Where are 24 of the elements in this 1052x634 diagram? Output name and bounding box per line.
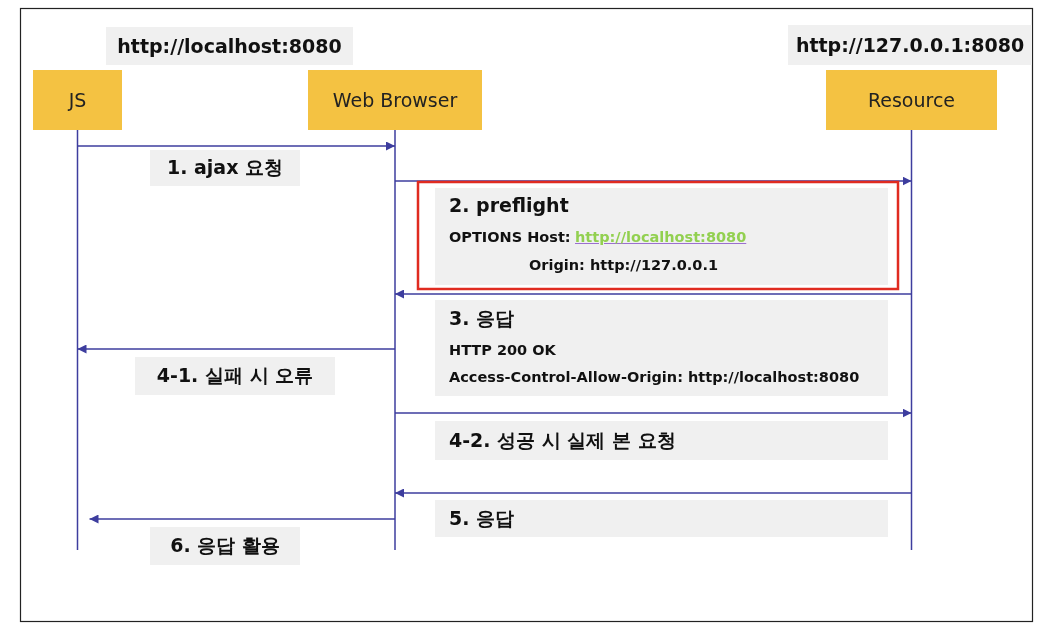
edge-label: 6. 응답 활용 xyxy=(150,527,300,565)
link-text: http://localhost:8080 xyxy=(575,229,747,245)
arrow xyxy=(394,289,913,299)
arrow xyxy=(394,488,913,498)
arrow xyxy=(394,176,913,186)
edge-label: 5. 응답 xyxy=(435,500,888,537)
participant-box: Resource xyxy=(826,70,997,130)
participant-box: Web Browser xyxy=(308,70,482,130)
header-text: Origin: http://127.0.0.1 xyxy=(529,257,718,273)
arrow xyxy=(76,344,396,354)
edge-label: 4-2. 성공 시 실제 본 요청 xyxy=(435,421,888,460)
header-text: HTTP 200 OK xyxy=(449,342,556,358)
edge-label: 2. preflight xyxy=(449,194,569,216)
edge-label: 1. ajax 요청 xyxy=(150,150,300,186)
arrow xyxy=(88,514,396,524)
edge-label: 3. 응답 xyxy=(449,306,515,331)
url-label: http://localhost:8080 xyxy=(106,27,353,65)
header-text: Access-Control-Allow-Origin: http://localhost:8080 xyxy=(449,369,860,385)
url-label: http://127.0.0.1:8080 xyxy=(788,25,1032,65)
arrow xyxy=(76,141,396,151)
arrow xyxy=(394,408,913,418)
participant-box: JS xyxy=(33,70,122,130)
edge-label: 4-1. 실패 시 오류 xyxy=(135,357,335,395)
header-text: OPTIONS Host: xyxy=(449,229,571,245)
